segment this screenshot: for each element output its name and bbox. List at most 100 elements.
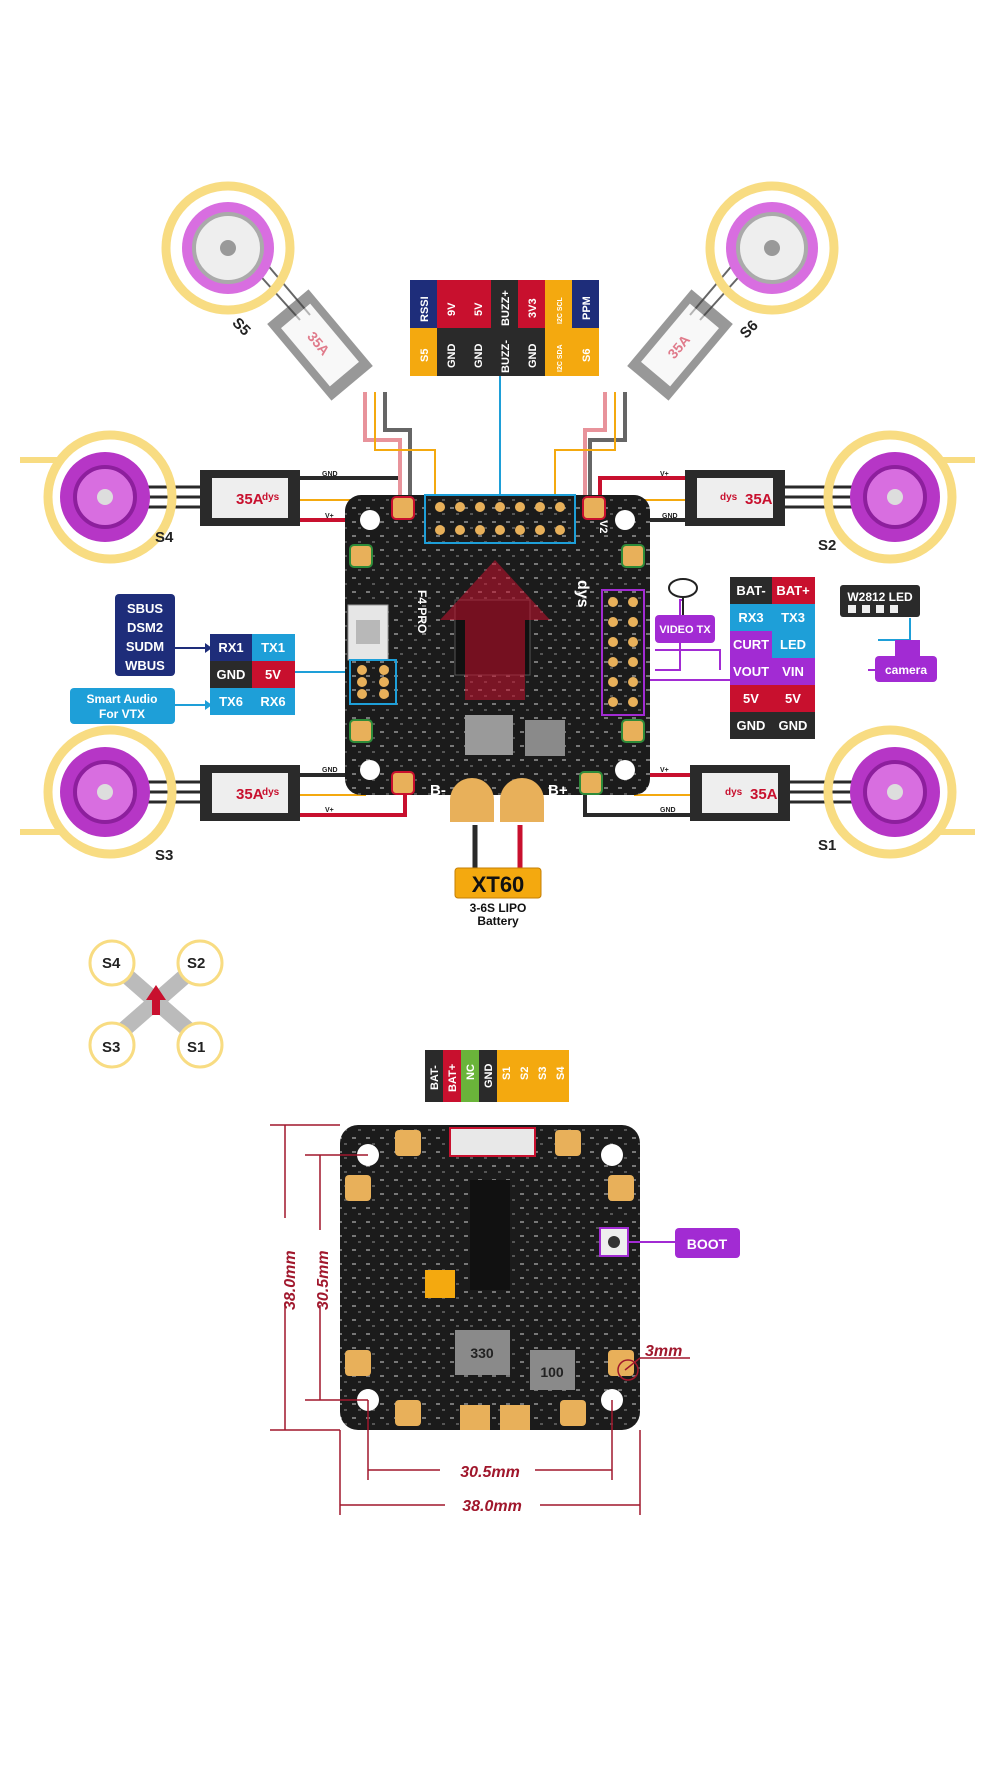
motor-label-s1: S1 xyxy=(818,837,836,854)
smart-audio-line2: For VTX xyxy=(99,707,145,721)
rx-pin-gnd: GND xyxy=(217,667,246,682)
hdr-top-rssi: RSSI xyxy=(419,296,431,322)
motor-label-s2: S2 xyxy=(818,537,836,554)
dim-inner-vertical: 30.5mm xyxy=(315,1250,332,1310)
esc-s3: 35A dys xyxy=(200,765,300,821)
esc-connector-table xyxy=(425,1050,569,1102)
motor-s2 xyxy=(823,430,975,564)
esc-chip-330: 330 xyxy=(470,1345,494,1361)
boot-button-callout xyxy=(675,1228,740,1258)
hdr-top-3v3: 3V3 xyxy=(527,298,539,318)
rx-pin-rx1: RX1 xyxy=(218,640,243,655)
rp-tx3: TX3 xyxy=(781,610,805,625)
receiver-pin-table xyxy=(210,634,295,715)
dim-outer-horizontal: 38.0mm xyxy=(462,1498,522,1515)
protocol-wbus: WBUS xyxy=(125,658,165,673)
esc-s2-gnd-label: GND xyxy=(662,513,678,520)
quad-label-s1: S1 xyxy=(187,1039,205,1056)
motor-s3 xyxy=(20,725,177,859)
esc-s4: 35A dys xyxy=(200,470,300,526)
battery-vcc-label: VCC xyxy=(509,841,518,858)
dimension-lines xyxy=(270,1124,690,1515)
hdr-bot-i2csda: I2C SDA xyxy=(557,344,564,372)
dim-inner-horizontal: 30.5mm xyxy=(460,1464,520,1481)
board-b-minus: B- xyxy=(430,782,446,799)
svg-text:dys: dys xyxy=(262,787,280,798)
svg-text:35A: 35A xyxy=(750,786,778,803)
rx-pin-5v: 5V xyxy=(265,667,281,682)
esc-chip-100: 100 xyxy=(540,1364,564,1380)
rx-pin-rx6: RX6 xyxy=(260,694,285,709)
rp-curt: CURT xyxy=(733,637,769,652)
rx-pin-tx6: TX6 xyxy=(219,694,243,709)
w2812-led-module xyxy=(840,585,920,617)
hdr-top-buzzplus: BUZZ+ xyxy=(500,290,512,326)
xt60-connector xyxy=(454,867,542,899)
motor-s4 xyxy=(20,430,177,564)
svg-text:35A: 35A xyxy=(745,491,773,508)
board-version: V2 xyxy=(597,520,609,533)
board-b-plus: B+ xyxy=(548,782,568,799)
esc-s4-gnd-label: GND xyxy=(322,471,338,478)
hdr-bot-s5: S5 xyxy=(419,349,431,362)
video-tx-box xyxy=(655,578,715,643)
rp-5v-b: 5V xyxy=(785,691,801,706)
esc-s1: 35A dys xyxy=(690,765,790,821)
conn-nc: NC xyxy=(465,1064,477,1080)
motor-s5 xyxy=(161,181,295,315)
rx-pin-tx1: TX1 xyxy=(261,640,285,655)
dim-hole: 3mm xyxy=(645,1343,682,1360)
conn-s2: S2 xyxy=(519,1067,531,1080)
rp-bat-minus: BAT- xyxy=(736,583,765,598)
rp-gnd-b: GND xyxy=(779,718,808,733)
smart-audio-line1: Smart Audio xyxy=(87,692,158,706)
boot-label: BOOT xyxy=(687,1236,728,1252)
conn-s1: S1 xyxy=(501,1067,513,1080)
esc-s5: 35A xyxy=(267,289,373,401)
esc-s3-vplus-label: V+ xyxy=(325,807,334,814)
motor-label-s4: S4 xyxy=(155,529,174,546)
hdr-bot-gnd3: GND xyxy=(527,344,539,369)
top-header-table xyxy=(410,280,599,376)
rp-gnd-a: GND xyxy=(737,718,766,733)
motor-label-s5: S5 xyxy=(229,314,254,339)
smart-audio-box xyxy=(70,688,175,724)
hdr-top-9v: 9V xyxy=(446,302,458,316)
conn-bat-plus: BAT+ xyxy=(447,1064,459,1092)
svg-text:35A: 35A xyxy=(236,786,264,803)
video-tx-label: VIDEO TX xyxy=(659,624,711,636)
camera-label: camera xyxy=(885,663,927,677)
dim-outer-vertical: 38.0mm xyxy=(282,1250,299,1310)
battery-gnd-label: GND xyxy=(463,840,472,858)
quad-label-s2: S2 xyxy=(187,955,205,972)
right-pin-table xyxy=(730,577,815,739)
w2812-led-label: W2812 LED xyxy=(847,590,913,604)
quad-layout-diagram xyxy=(88,939,224,1069)
esc-board xyxy=(340,1125,640,1430)
board-label: F4 PRO xyxy=(415,590,429,633)
motor-label-s6: S6 xyxy=(737,317,762,342)
esc-s2: 35A dys xyxy=(685,470,785,526)
motor-s1 xyxy=(823,725,975,859)
quad-label-s4: S4 xyxy=(102,955,121,972)
motor-label-s3: S3 xyxy=(155,847,173,864)
hdr-bot-gnd2: GND xyxy=(473,344,485,369)
conn-s4: S4 xyxy=(555,1066,567,1080)
svg-text:35A: 35A xyxy=(236,491,264,508)
xt60-label: XT60 xyxy=(472,872,525,897)
hdr-bot-s6: S6 xyxy=(581,349,593,362)
protocol-dsm2: DSM2 xyxy=(127,620,163,635)
hdr-top-ppm: PPM xyxy=(581,296,593,320)
rp-vout: VOUT xyxy=(733,664,769,679)
battery-spec: 3-6S LIPO xyxy=(470,901,527,915)
rp-rx3: RX3 xyxy=(738,610,763,625)
protocol-sbus: SBUS xyxy=(127,601,163,616)
hdr-top-5v: 5V xyxy=(473,302,485,316)
rp-led: LED xyxy=(780,637,806,652)
conn-s3: S3 xyxy=(537,1067,549,1080)
esc-s3-gnd-label: GND xyxy=(322,767,338,774)
flight-controller-board xyxy=(345,494,650,822)
motor-s6 xyxy=(705,181,839,315)
esc-s1-vplus-label: V+ xyxy=(660,767,669,774)
